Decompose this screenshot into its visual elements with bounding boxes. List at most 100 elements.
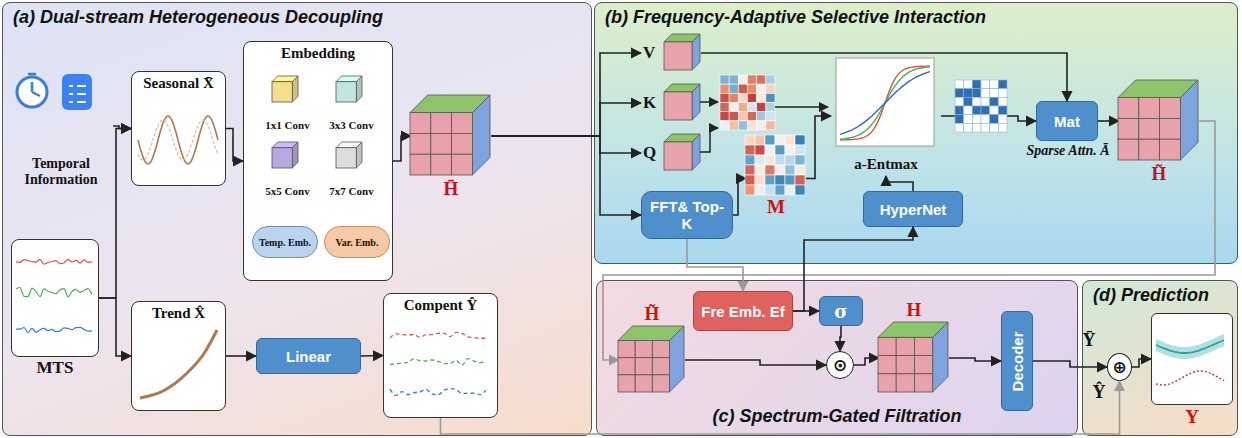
cube-face bbox=[878, 356, 896, 374]
matrix-cell bbox=[955, 115, 964, 124]
cube-face bbox=[1139, 98, 1160, 119]
matrix-cell bbox=[785, 185, 795, 195]
matrix-cell bbox=[990, 80, 999, 89]
node-label: MTS bbox=[37, 358, 74, 378]
cube-face bbox=[431, 133, 452, 154]
matrix-cell bbox=[729, 84, 738, 93]
matrix-cell bbox=[955, 89, 964, 98]
matrix-cell bbox=[955, 123, 964, 132]
component-box: Compent Ŷ bbox=[383, 293, 498, 418]
matrix-cell bbox=[972, 89, 981, 98]
trend-box: Trend X̂ bbox=[131, 301, 226, 411]
tensor-cube-icon bbox=[336, 76, 362, 102]
cube-face bbox=[664, 42, 692, 70]
matrix-cell bbox=[785, 165, 795, 175]
matrix-cell bbox=[729, 75, 738, 84]
matrix-cell bbox=[990, 89, 999, 98]
cube-face bbox=[452, 133, 473, 154]
cube-face bbox=[452, 113, 473, 134]
matrix-cell bbox=[990, 106, 999, 115]
process-box: Mat bbox=[1036, 101, 1098, 141]
cube-face bbox=[652, 341, 669, 358]
matrix-cell bbox=[998, 97, 1007, 106]
matrix-cell bbox=[981, 80, 990, 89]
clipboard-lines bbox=[69, 86, 86, 102]
matrix-cell bbox=[795, 175, 805, 185]
plot-frame bbox=[836, 58, 934, 146]
matrix-cell bbox=[729, 93, 738, 102]
matrix-cell bbox=[785, 135, 795, 145]
cube-face bbox=[914, 374, 932, 392]
embedding-pill: Temp. Emb. bbox=[252, 226, 318, 258]
matrix-cell bbox=[972, 106, 981, 115]
matrix-cell bbox=[757, 103, 766, 112]
matrix-cell bbox=[720, 103, 729, 112]
matrix-cell bbox=[998, 80, 1007, 89]
matrix-cell bbox=[757, 112, 766, 121]
matrix-cell bbox=[729, 103, 738, 112]
matrix-cell bbox=[972, 123, 981, 132]
cube-face bbox=[272, 82, 292, 102]
matrix-cell bbox=[775, 175, 785, 185]
node-label: FFT& Top-K bbox=[646, 198, 728, 232]
matrix-cell bbox=[964, 97, 973, 106]
matrix-cell bbox=[755, 185, 765, 195]
matrix-cell bbox=[964, 80, 973, 89]
matrix-cell bbox=[795, 165, 805, 175]
matrix-cell bbox=[766, 84, 775, 93]
tensor-cube-icon bbox=[1118, 80, 1198, 160]
matrix-cell bbox=[766, 93, 775, 102]
matrix-cell bbox=[765, 155, 775, 165]
matrix-cell bbox=[766, 121, 775, 130]
matrix-cell bbox=[955, 80, 964, 89]
node-label: 5x5 Conv bbox=[265, 185, 309, 197]
matrix-cell bbox=[775, 165, 785, 175]
node-label: Q bbox=[643, 143, 656, 163]
key-arrow bbox=[700, 101, 718, 103]
panel-heading: (d) Prediction bbox=[1093, 285, 1209, 306]
matrix-cell bbox=[998, 123, 1007, 132]
matrix-cell bbox=[748, 84, 757, 93]
process-box: Decoder bbox=[1001, 311, 1033, 411]
node-label: a-Entmax bbox=[854, 156, 917, 173]
matrix-cell bbox=[738, 93, 747, 102]
cube-face bbox=[1118, 139, 1139, 160]
cube-face bbox=[635, 375, 652, 392]
node-label: H̃ bbox=[645, 303, 660, 325]
matrix-cell bbox=[748, 121, 757, 130]
matrix-cell bbox=[738, 84, 747, 93]
cube-face bbox=[1160, 139, 1181, 160]
matrix-cell bbox=[757, 75, 766, 84]
matrix-cell bbox=[955, 106, 964, 115]
process-box: Linear bbox=[256, 338, 361, 374]
matrix-cell bbox=[720, 121, 729, 130]
process-box: HyperNet bbox=[863, 191, 963, 227]
matrix-cell bbox=[766, 75, 775, 84]
matrix-cell bbox=[755, 165, 765, 175]
score-arrow bbox=[775, 106, 828, 108]
matrix-cell bbox=[981, 123, 990, 132]
tensor-cube-icon bbox=[664, 34, 700, 70]
panel-heading: (a) Dual-stream Heterogeneous Decoupling bbox=[13, 7, 383, 28]
flow-arrow bbox=[1098, 120, 1119, 122]
matrix-cell bbox=[766, 103, 775, 112]
matrix-cell bbox=[964, 123, 973, 132]
matrix-cell bbox=[785, 175, 795, 185]
matrix-cell bbox=[795, 135, 805, 145]
flow-arrow bbox=[226, 355, 256, 357]
matrix-cell bbox=[748, 103, 757, 112]
symbol-label: Ŷ bbox=[1088, 382, 1110, 403]
cube-face bbox=[336, 148, 356, 168]
cube-face bbox=[410, 154, 431, 175]
matrix-cell bbox=[745, 185, 755, 195]
embedding-pill: Var. Emb. bbox=[324, 226, 390, 258]
cube-face bbox=[878, 374, 896, 392]
node-label: 3x3 Conv bbox=[329, 119, 373, 131]
node-label: ⊙ bbox=[833, 355, 847, 375]
cube-face bbox=[452, 154, 473, 175]
node-label: ⊕ bbox=[1112, 357, 1126, 377]
matrix-cell bbox=[998, 89, 1007, 98]
matrix-cell bbox=[745, 145, 755, 155]
matrix-cell bbox=[738, 121, 747, 130]
